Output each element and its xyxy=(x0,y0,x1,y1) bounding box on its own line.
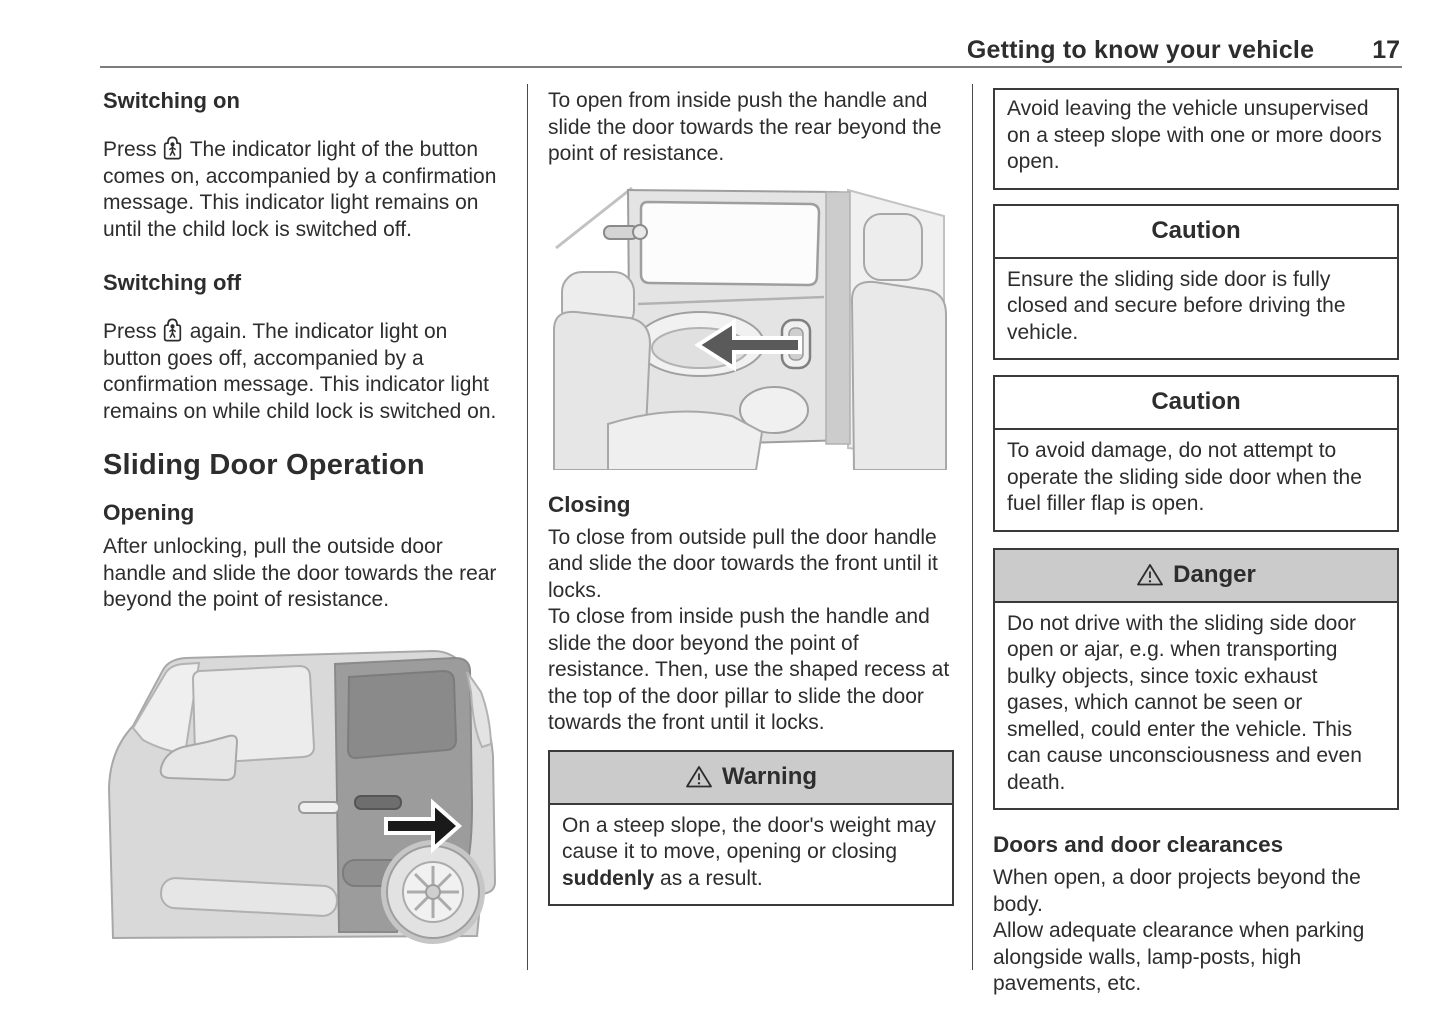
header-rule xyxy=(100,66,1402,68)
switching-on-text: The indicator light of the button comes … xyxy=(103,138,497,241)
danger-title: Danger xyxy=(1173,560,1256,588)
door-clearances-paragraphs: When open, a door projects beyond the bo… xyxy=(993,865,1399,998)
caution-box-2-header: Caution xyxy=(995,377,1397,430)
switching-off-heading: Switching off xyxy=(103,270,242,295)
danger-box: Danger Do not drive with the sliding sid… xyxy=(993,547,1399,810)
warning-body-text-end: as a result. xyxy=(654,866,763,890)
child-lock-icon xyxy=(163,136,181,160)
mirror-shape xyxy=(159,734,239,781)
switching-on-press-word: Press xyxy=(103,138,157,161)
column-divider xyxy=(972,84,973,970)
middle-column: To open from inside push the handle and … xyxy=(548,84,954,998)
slide-direction-arrow-icon xyxy=(694,317,802,372)
door-clearances-heading: Doors and door clearances xyxy=(993,832,1284,857)
switching-on-heading: Switching on xyxy=(103,88,240,113)
opening-heading: Opening xyxy=(103,500,195,525)
van-side-illustration xyxy=(107,649,497,944)
left-column: Switching on Press The indicator light o… xyxy=(103,84,509,998)
warning-box: Warning On a steep slope, the door's wei… xyxy=(548,749,954,906)
danger-box-header: Danger xyxy=(995,549,1397,603)
open-inside-paragraph: To open from inside push the handle and … xyxy=(548,89,942,165)
interior-door-illustration xyxy=(553,186,947,470)
switching-on-paragraph: Press The indicator light of the button … xyxy=(103,135,509,243)
closing-paragraphs: To close from outside pull the door hand… xyxy=(548,525,954,737)
switching-off-press-word: Press xyxy=(103,320,157,343)
caution-box-2-body: To avoid damage, do not attempt to opera… xyxy=(1007,439,1362,515)
door-clearances-paragraph-1: When open, a door projects beyond the bo… xyxy=(993,866,1361,916)
caution-box-2: Caution To avoid damage, do not attempt … xyxy=(993,375,1399,532)
warning-body-bold: suddenly xyxy=(562,866,655,890)
warning-box-body: On a steep slope, the door's weight may … xyxy=(550,805,952,905)
caution-box-1-body: Ensure the sliding side door is fully cl… xyxy=(1007,267,1346,344)
warning-body-text: On a steep slope, the door's weight may … xyxy=(562,813,937,864)
page-number: 17 xyxy=(1372,36,1400,64)
column-divider xyxy=(527,84,528,970)
warning-title: Warning xyxy=(721,762,818,790)
switching-off-text: again. The indicator light on button goe… xyxy=(103,320,497,423)
slide-direction-arrow-icon xyxy=(384,798,463,853)
caution-box-1: Caution Ensure the sliding side door is … xyxy=(993,203,1399,360)
warning-box-header: Warning xyxy=(550,751,952,805)
closing-paragraph-2: To close from inside push the handle and… xyxy=(548,605,950,734)
page-header: Getting to know your vehicle 17 xyxy=(100,36,1400,65)
door-clearances-paragraph-2: Allow adequate clearance when parking al… xyxy=(993,919,1365,995)
content-columns: Switching on Press The indicator light o… xyxy=(103,84,1399,998)
running-title: Getting to know your vehicle xyxy=(966,36,1315,64)
caution-box-1-header: Caution xyxy=(995,206,1397,259)
closing-heading: Closing xyxy=(548,491,631,517)
switching-off-paragraph: Press again. The indicator light on butt… xyxy=(103,317,509,425)
closing-paragraph-1: To close from outside pull the door hand… xyxy=(548,525,938,602)
warning-triangle-icon xyxy=(1137,563,1164,585)
note-box: Avoid leaving the vehicle unsupervised o… xyxy=(993,88,1399,190)
danger-box-body: Do not drive with the sliding side door … xyxy=(1007,611,1362,794)
child-lock-icon xyxy=(163,318,181,342)
warning-triangle-icon xyxy=(686,765,712,787)
right-column: Avoid leaving the vehicle unsupervised o… xyxy=(993,84,1399,998)
sliding-door-operation-heading: Sliding Door Operation xyxy=(103,449,425,481)
opening-paragraph: After unlocking, pull the outside door h… xyxy=(103,535,497,611)
